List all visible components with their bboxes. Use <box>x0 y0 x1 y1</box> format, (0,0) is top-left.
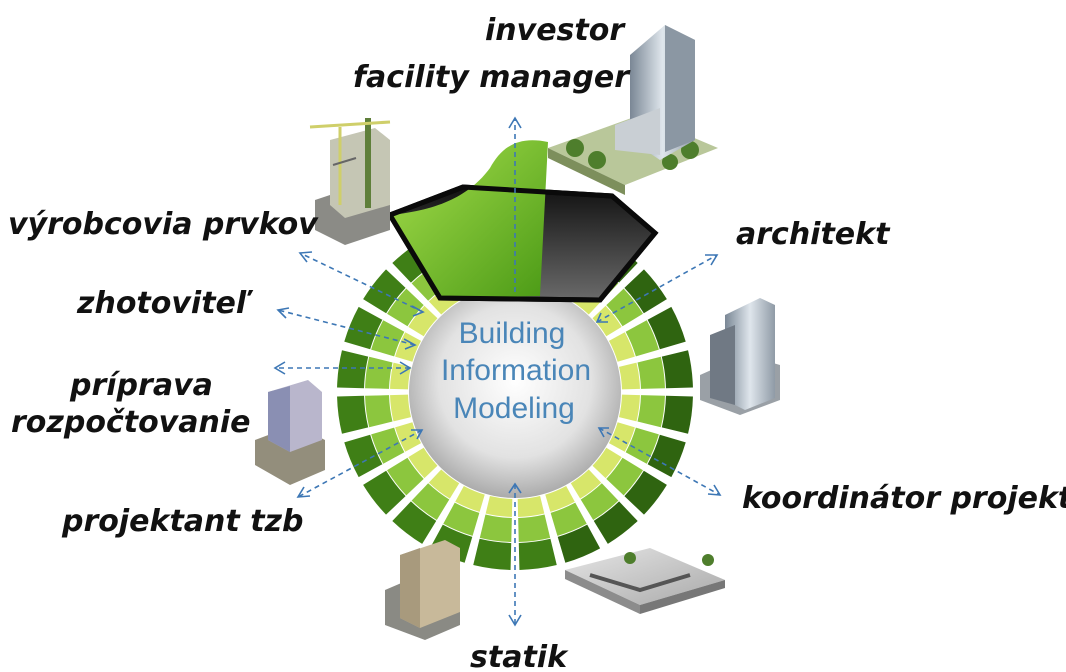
ring-segment <box>647 306 686 350</box>
ring-segment <box>365 395 393 428</box>
label-koordinator: koordinátor projektu <box>742 481 1066 516</box>
ring-segment <box>606 457 643 496</box>
ring-segment <box>371 427 405 464</box>
ring-segment <box>365 356 393 389</box>
label-investor: investor <box>485 13 626 48</box>
center-line-modeling: Modeling <box>453 392 575 425</box>
ring-segment <box>625 320 659 357</box>
label-zhotovitel: zhotoviteľ <box>76 286 254 321</box>
role-labels: investor facility manager architekt koor… <box>8 13 1066 672</box>
ring-segment <box>392 501 437 544</box>
label-projektant-tzb: projektant tzb <box>61 504 303 539</box>
ring-segment <box>625 427 659 464</box>
hotel-tower-illustration <box>385 540 460 640</box>
office-tower-illustration <box>548 25 718 195</box>
ring-segment <box>443 502 480 536</box>
ring-segment <box>344 306 383 350</box>
ring-segment <box>390 362 411 390</box>
ring-segment <box>624 269 667 314</box>
ring-segment <box>661 350 693 389</box>
ring-segment <box>363 269 406 314</box>
ring-segment <box>479 514 512 542</box>
ring-segment <box>363 470 406 515</box>
mep-building-illustration <box>255 380 325 485</box>
ring-segment <box>661 395 693 434</box>
ring-segment <box>387 457 424 496</box>
ring-segment <box>387 288 424 327</box>
arrow-architekt <box>596 254 718 323</box>
ring-segment <box>608 422 635 452</box>
ring-segment <box>550 502 587 536</box>
ring-segment <box>518 538 557 570</box>
center-disc <box>409 286 621 498</box>
ring-segment <box>570 469 602 499</box>
label-statik: statik <box>470 640 569 672</box>
ring-segment <box>592 305 622 337</box>
ring-segment <box>637 395 665 428</box>
ring-segment <box>608 332 635 362</box>
ring-segment <box>337 395 369 434</box>
center-line-information: Information <box>441 354 591 387</box>
ring-segment <box>619 394 640 422</box>
ring-segment <box>637 356 665 389</box>
ring-segment <box>408 447 438 479</box>
center-title: Building Information Modeling <box>441 317 591 425</box>
ring-segment <box>485 496 513 517</box>
glass-tower-illustration <box>700 298 780 415</box>
arrow-zhotovitel <box>277 309 416 346</box>
ring-segment <box>619 362 640 390</box>
ring-segment <box>624 470 667 515</box>
crane-construction-illustration <box>309 118 391 245</box>
ring-segment <box>557 524 601 563</box>
ring-segment <box>411 483 450 520</box>
ring-segment <box>344 434 383 478</box>
ring-segment <box>518 514 551 542</box>
ring-segment <box>592 447 622 479</box>
arrows <box>273 116 722 627</box>
center-line-building: Building <box>459 317 566 350</box>
ring-segment <box>455 485 485 512</box>
ring-segment <box>580 483 619 520</box>
ring-segment <box>593 501 638 544</box>
arrow-projektant <box>297 429 423 498</box>
label-rozpoctovanie: rozpočtovanie <box>11 405 250 440</box>
label-priprava: príprava <box>69 368 213 403</box>
label-vyrobcovia: výrobcovia prvkov <box>8 207 319 242</box>
ring-segment <box>408 305 438 337</box>
ring-segment <box>473 538 512 570</box>
ring-segment <box>390 394 411 422</box>
site-plan-illustration <box>565 548 725 614</box>
arrow-vyrobcovia <box>299 252 424 313</box>
ring-segment <box>545 485 575 512</box>
ring-segment <box>337 350 369 389</box>
ring-segment <box>647 434 686 478</box>
label-facility-manager: facility manager <box>353 60 631 95</box>
ring-segment <box>517 496 545 517</box>
label-architekt: architekt <box>736 217 891 252</box>
top-wedge <box>386 140 659 303</box>
ring-segment <box>428 469 460 499</box>
